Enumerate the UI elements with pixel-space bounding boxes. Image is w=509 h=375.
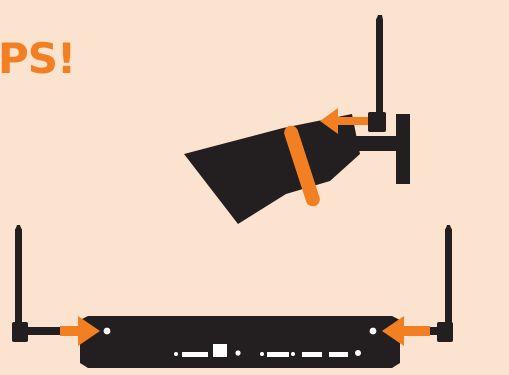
recorder-left-port [104,328,111,335]
recorder-box-icon [12,225,453,368]
recorder-right-port [370,328,377,335]
recorder-right-antenna-icon [400,225,453,342]
camera-antenna-icon [340,15,386,132]
security-camera-icon [184,15,410,224]
recorder-body [80,316,400,368]
recorder-left-antenna-icon [12,225,80,342]
